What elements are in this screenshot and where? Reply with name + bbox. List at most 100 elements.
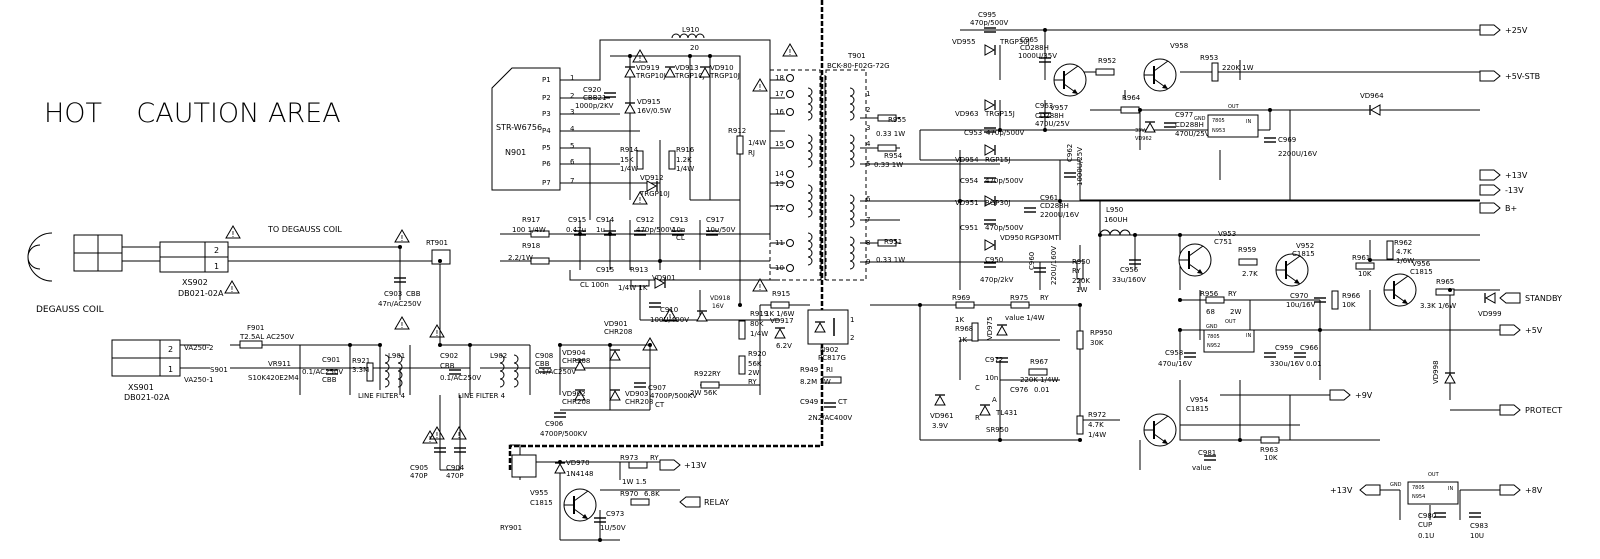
svg-text:30K: 30K <box>1090 339 1104 347</box>
svg-text:10K: 10K <box>1342 301 1356 309</box>
svg-text:7805: 7805 <box>1207 334 1220 340</box>
svg-text:VD955: VD955 <box>952 38 976 46</box>
svg-text:0.33 1W: 0.33 1W <box>876 130 905 138</box>
warning-icon-glyph: ! <box>435 329 438 338</box>
svg-text:10n: 10n <box>672 226 685 234</box>
svg-text:C1815: C1815 <box>1186 405 1209 413</box>
svg-text:1/4W: 1/4W <box>676 165 694 173</box>
svg-text:2200U/16V: 2200U/16V <box>1040 211 1079 219</box>
n901-pin-number: 6 <box>570 158 575 166</box>
warning-icon: ! <box>225 225 241 239</box>
ic-n901-ref: N901 <box>505 148 526 157</box>
svg-text:OUT: OUT <box>1228 104 1240 110</box>
svg-text:V952: V952 <box>1296 242 1314 250</box>
svg-text:CT: CT <box>838 398 848 406</box>
svg-text:2.7K: 2.7K <box>1242 270 1258 278</box>
svg-text:4.7K: 4.7K <box>1396 248 1412 256</box>
transformer-pin-left: 13 <box>775 180 784 188</box>
svg-text:C950: C950 <box>985 256 1003 264</box>
svg-text:VD961: VD961 <box>930 412 954 420</box>
connector-xs902: 2 1 XS902 DB021-02A <box>159 241 229 298</box>
svg-text:N902: N902 <box>820 346 839 354</box>
svg-text:CUP: CUP <box>1418 521 1432 529</box>
va250-2-label: VA250-2 <box>184 344 213 352</box>
n901-pin-label: P6 <box>542 160 551 168</box>
transformer-pin-right: 2 <box>866 106 870 114</box>
svg-text:GND: GND <box>1194 116 1206 122</box>
transformer-pin-right: 1 <box>866 90 870 98</box>
svg-text:80K: 80K <box>750 320 764 328</box>
transformer-pin-right: 8 <box>866 239 870 247</box>
svg-text:C969: C969 <box>1278 136 1296 144</box>
svg-text:+25V: +25V <box>1505 26 1528 35</box>
svg-text:CBB21: CBB21 <box>583 94 606 102</box>
svg-text:C995: C995 <box>978 11 996 19</box>
transformer-pin-dot <box>786 180 794 188</box>
rail-relay: RELAY <box>679 496 729 508</box>
svg-text:C908: C908 <box>535 352 553 360</box>
svg-text:C1815: C1815 <box>530 499 553 507</box>
svg-text:VD954: VD954 <box>955 156 979 164</box>
transformer-pin-right: 5 <box>866 160 870 168</box>
svg-text:470p/500V: 470p/500V <box>970 19 1009 27</box>
svg-text:C915: C915 <box>596 266 614 274</box>
svg-text:C953: C953 <box>964 129 982 137</box>
svg-text:R972: R972 <box>1088 411 1106 419</box>
svg-text:10K: 10K <box>1264 454 1278 462</box>
svg-text:L902: L902 <box>490 352 507 360</box>
svg-text:CL 100n: CL 100n <box>580 281 609 289</box>
transformer-pin-dot <box>786 170 794 178</box>
warning-icon: ! <box>394 316 410 330</box>
warning-icon: ! <box>394 229 410 243</box>
svg-text:V955: V955 <box>530 489 548 497</box>
svg-text:C901: C901 <box>322 356 340 364</box>
svg-text:R963: R963 <box>1260 446 1278 454</box>
svg-text:C980: C980 <box>1418 512 1436 520</box>
svg-text:CD288H: CD288H <box>1175 121 1204 129</box>
svg-text:4700P/500KV: 4700P/500KV <box>540 430 587 438</box>
va250-1-label: VA250-1 <box>184 376 213 384</box>
svg-text:470p/2kV: 470p/2kV <box>980 276 1014 284</box>
svg-text:16V: 16V <box>712 303 725 310</box>
svg-text:4700P/500KV: 4700P/500KV <box>650 392 697 400</box>
transformer-pin-left: 15 <box>775 140 784 148</box>
svg-text:3.3M: 3.3M <box>352 366 369 374</box>
svg-text:160UH: 160UH <box>1104 216 1128 224</box>
svg-text:68: 68 <box>1206 308 1215 316</box>
svg-text:1/4W: 1/4W <box>750 330 768 338</box>
svg-text:C961: C961 <box>1040 194 1058 202</box>
svg-text:+5V: +5V <box>1525 326 1543 335</box>
svg-text:R968: R968 <box>955 325 973 333</box>
svg-text:2N2/AC400V: 2N2/AC400V <box>808 414 852 422</box>
svg-text:C970: C970 <box>1290 292 1308 300</box>
svg-text:56K: 56K <box>748 360 762 368</box>
svg-text:2: 2 <box>850 334 854 342</box>
svg-text:220U/160V: 220U/160V <box>1050 246 1058 285</box>
svg-text:470p/500V: 470p/500V <box>986 129 1025 137</box>
connector-xs901: 2 1 XS901 DB021-02A <box>111 339 181 402</box>
svg-text:R949: R949 <box>800 366 818 374</box>
svg-text:R: R <box>975 414 980 422</box>
svg-text:CBB: CBB <box>322 376 337 384</box>
rail-plus5v-stb: +5V-STB <box>1479 70 1540 82</box>
transformer-part: BCK-80-F02G-72G <box>827 62 890 70</box>
svg-text:1W 1.5: 1W 1.5 <box>622 478 647 486</box>
n901-pin-label: P1 <box>542 76 551 84</box>
transformer-pin-left: 14 <box>775 170 784 178</box>
svg-text:33V: 33V <box>1135 128 1145 134</box>
svg-text:L910: L910 <box>682 26 699 34</box>
rail-protect: PROTECT <box>1499 404 1562 416</box>
svg-text:V956: V956 <box>1412 260 1431 268</box>
svg-text:N953: N953 <box>1212 128 1225 134</box>
svg-text:R970: R970 <box>620 490 638 498</box>
transformer-pin-left: 18 <box>775 74 784 82</box>
svg-text:1K: 1K <box>958 336 967 344</box>
svg-text:RY: RY <box>1040 294 1049 302</box>
svg-text:+13V: +13V <box>1505 171 1528 180</box>
rail-relay-13v: +13V <box>659 459 707 471</box>
svg-text:33u/160V: 33u/160V <box>1112 276 1146 284</box>
n901-pin-number: 2 <box>570 92 574 100</box>
svg-text:V954: V954 <box>1190 396 1209 404</box>
svg-text:RP950: RP950 <box>1090 329 1112 337</box>
svg-text:+9V: +9V <box>1355 391 1373 400</box>
